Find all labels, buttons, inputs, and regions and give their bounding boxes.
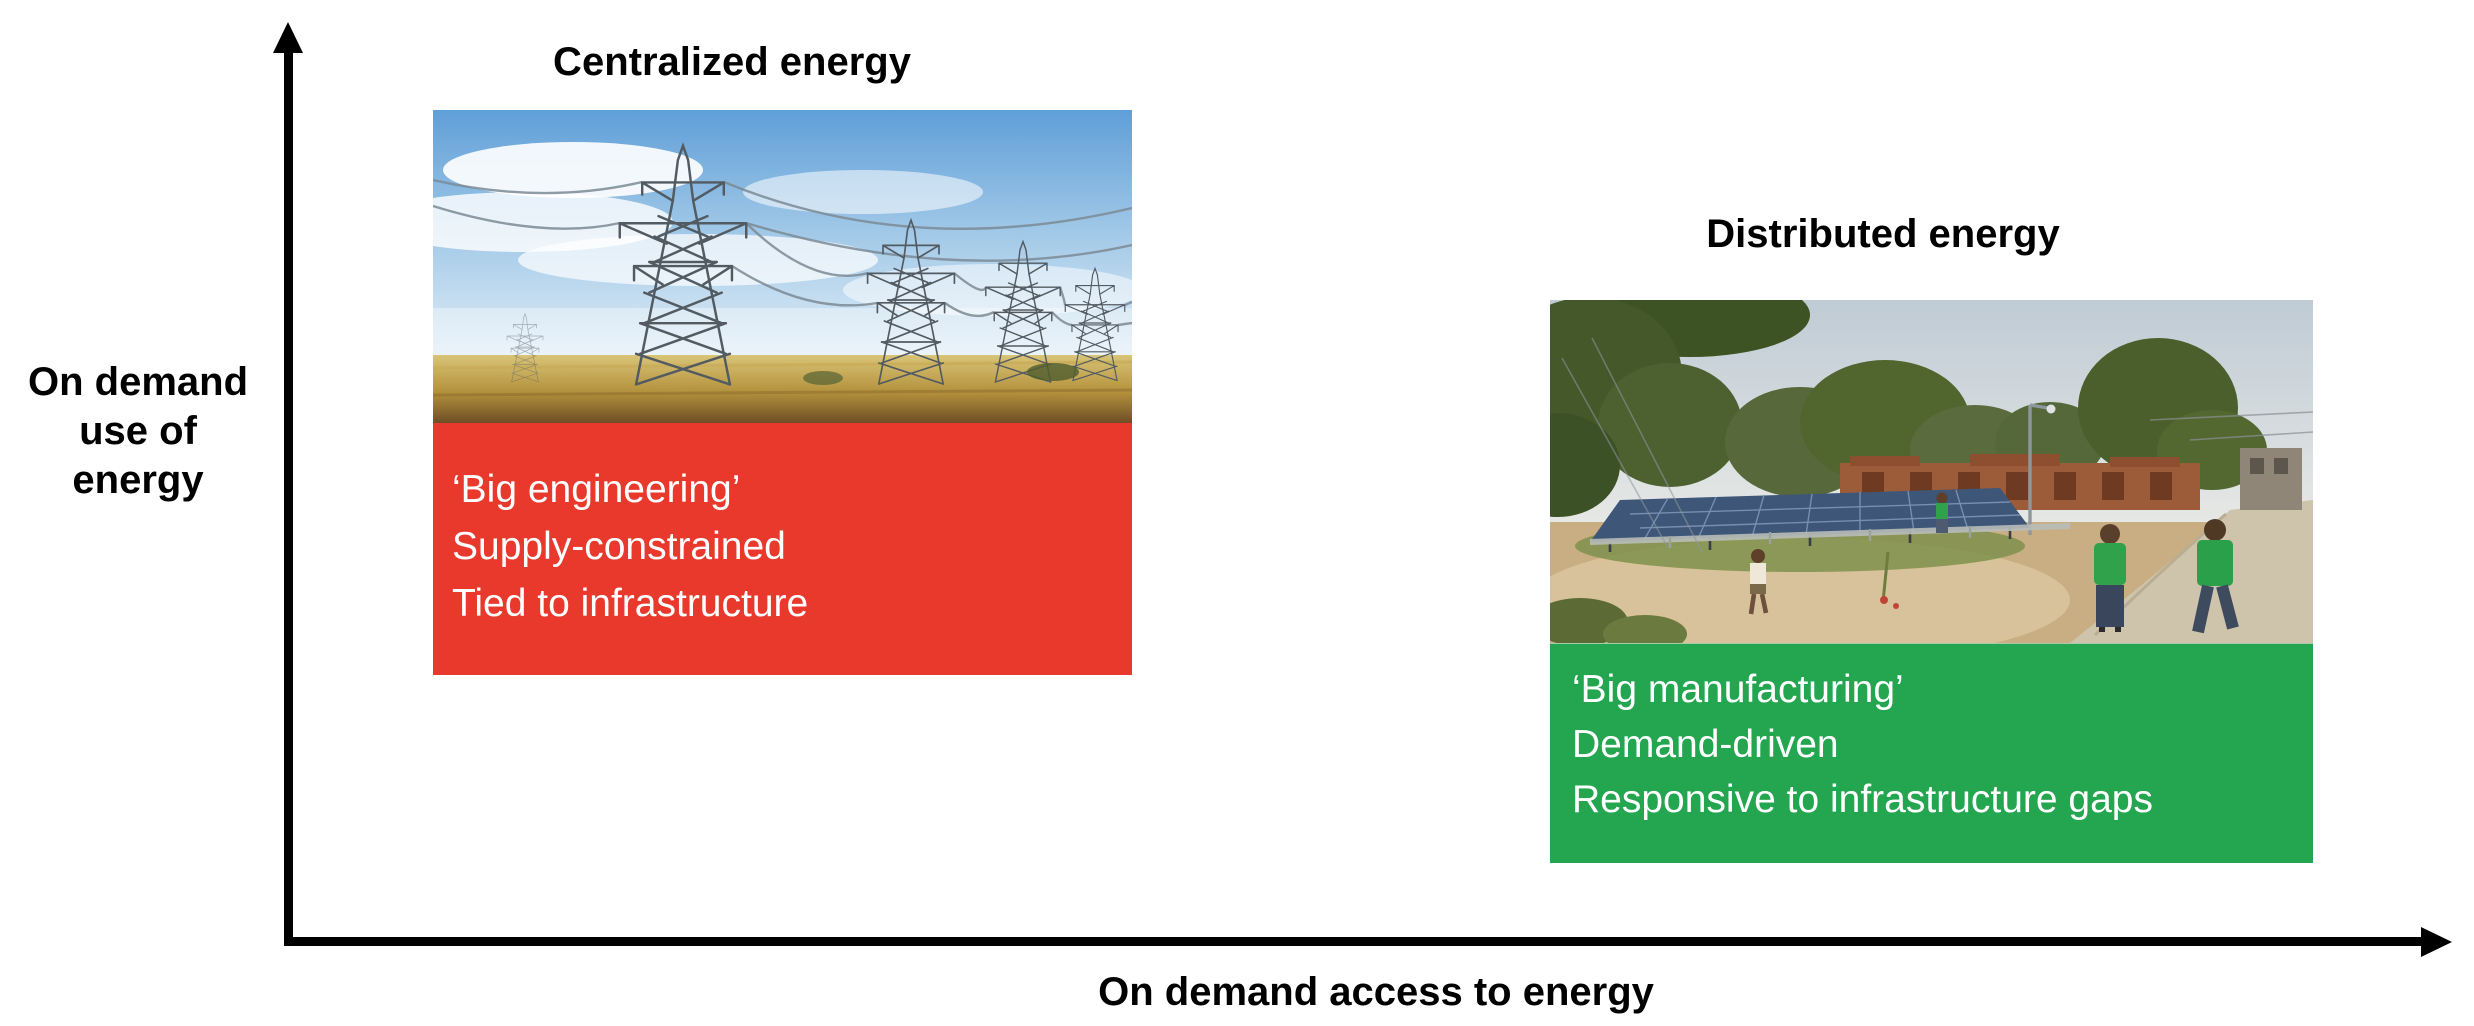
brick-buildings — [1840, 448, 2302, 510]
y-axis-label-line1: On demand — [27, 360, 249, 404]
distributed-bullet-1: ‘Big manufacturing’ — [1572, 668, 1904, 711]
man-walking-figure — [2192, 519, 2239, 634]
trees — [1550, 300, 2267, 517]
centralized-energy-card: ‘Big engineering’ Supply-constrained Tie… — [433, 110, 1132, 675]
y-axis-label: On demand use of energy — [6, 358, 270, 505]
distant-person — [1936, 492, 1948, 533]
distributed-energy-title: Distributed energy — [1706, 212, 2060, 256]
power-lines — [433, 178, 1132, 327]
x-axis-label: On demand access to energy — [1098, 970, 1654, 1014]
centralized-bullet-2: Supply-constrained — [452, 525, 786, 568]
centralized-text-box: ‘Big engineering’ Supply-constrained Tie… — [433, 423, 1132, 675]
street-light — [2028, 403, 2056, 535]
distributed-bullet-3: Responsive to infrastructure gaps — [1572, 778, 2153, 821]
centralized-bullet-1: ‘Big engineering’ — [452, 468, 741, 511]
distributed-text-box: ‘Big manufacturing’ Demand-driven Respon… — [1550, 643, 2313, 863]
x-axis-arrowhead — [2421, 927, 2452, 957]
distributed-energy-card: ‘Big manufacturing’ Demand-driven Respon… — [1550, 300, 2313, 863]
man-standing-figure — [2094, 524, 2126, 632]
child-figure — [1748, 549, 1769, 615]
y-axis-label-line3: energy — [72, 458, 204, 502]
y-axis-arrowhead — [273, 22, 303, 53]
centralized-bullet-3: Tied to infrastructure — [452, 582, 809, 625]
centralized-energy-title: Centralized energy — [553, 40, 911, 84]
solar-minigrid-village-photo — [1550, 300, 2313, 644]
x-axis-line — [284, 937, 2424, 946]
y-axis-line — [284, 46, 293, 946]
y-axis-label-line2: use of — [79, 409, 197, 453]
distributed-bullet-2: Demand-driven — [1572, 723, 1839, 766]
transmission-towers-photo — [433, 110, 1132, 423]
